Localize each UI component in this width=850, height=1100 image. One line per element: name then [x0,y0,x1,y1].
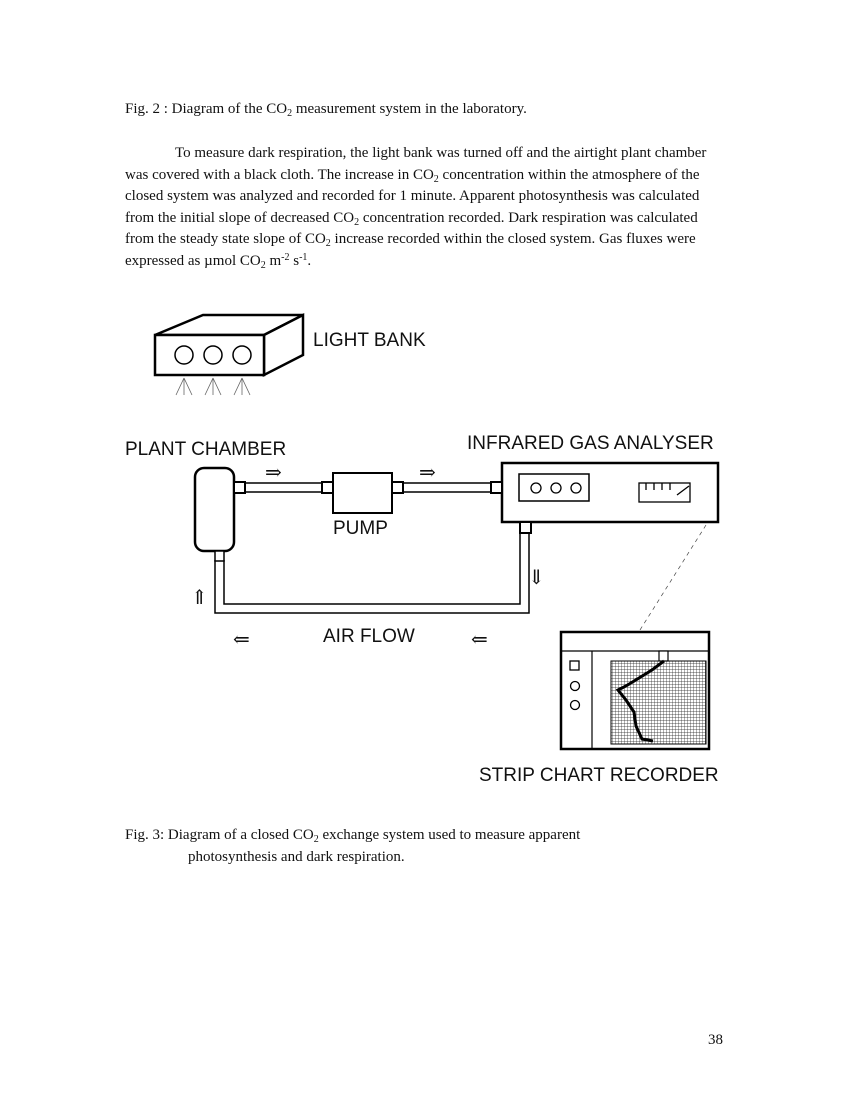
light-rays-icon [175,377,251,396]
arrow-left-icon: ⇐ [471,629,488,651]
label-gas-analyser: INFRARED GAS ANALYSER [467,433,714,454]
knob-icon [530,482,542,494]
knob-icon [550,482,562,494]
label-air-flow: AIR FLOW [323,626,415,647]
recorder-knob-icon [569,699,581,711]
arrow-right-icon: ⇒ [265,462,282,484]
chamber-inlet-port [233,481,246,494]
pump-port [321,481,334,494]
pump [332,472,393,514]
tubing [214,482,530,614]
recorder-switch-icon [569,660,580,671]
page-number: 38 [708,1032,723,1048]
arrow-right-icon: ⇒ [419,462,436,484]
label-plant-chamber: PLANT CHAMBER [125,439,287,460]
label-light-bank: LIGHT BANK [313,330,426,351]
arrow-left-icon: ⇐ [233,629,250,651]
label-strip-chart-recorder: STRIP CHART RECORDER [479,765,719,786]
figure-2-caption: Fig. 2 : Diagram of the CO2 measurement … [125,101,527,119]
lamp-icon [174,345,194,365]
recorded-trace [615,659,665,743]
figure-3-caption: Fig. 3: Diagram of a closed CO2 exchange… [125,827,581,865]
knob-icon [570,482,582,494]
recorder-pen-holder [658,650,669,662]
signal-connector [639,524,707,631]
body-paragraph: To measure dark respiration, the light b… [125,145,707,271]
chart-paper [610,660,707,745]
analyser-outlet-port [519,521,532,534]
strip-chart-recorder [559,630,711,751]
chamber-outlet-port [214,550,225,562]
arrow-down-icon: ⇓ [528,567,545,589]
meter-icon [638,482,691,503]
arrow-up-icon: ⇑ [191,587,208,609]
light-bank [153,312,305,378]
lamp-icon [232,345,252,365]
recorder-knob-icon [569,680,581,692]
analyser-inlet-port [490,481,503,494]
lamp-icon [203,345,223,365]
plant-chamber [193,466,236,553]
label-pump: PUMP [333,518,388,539]
pump-port [391,481,404,494]
